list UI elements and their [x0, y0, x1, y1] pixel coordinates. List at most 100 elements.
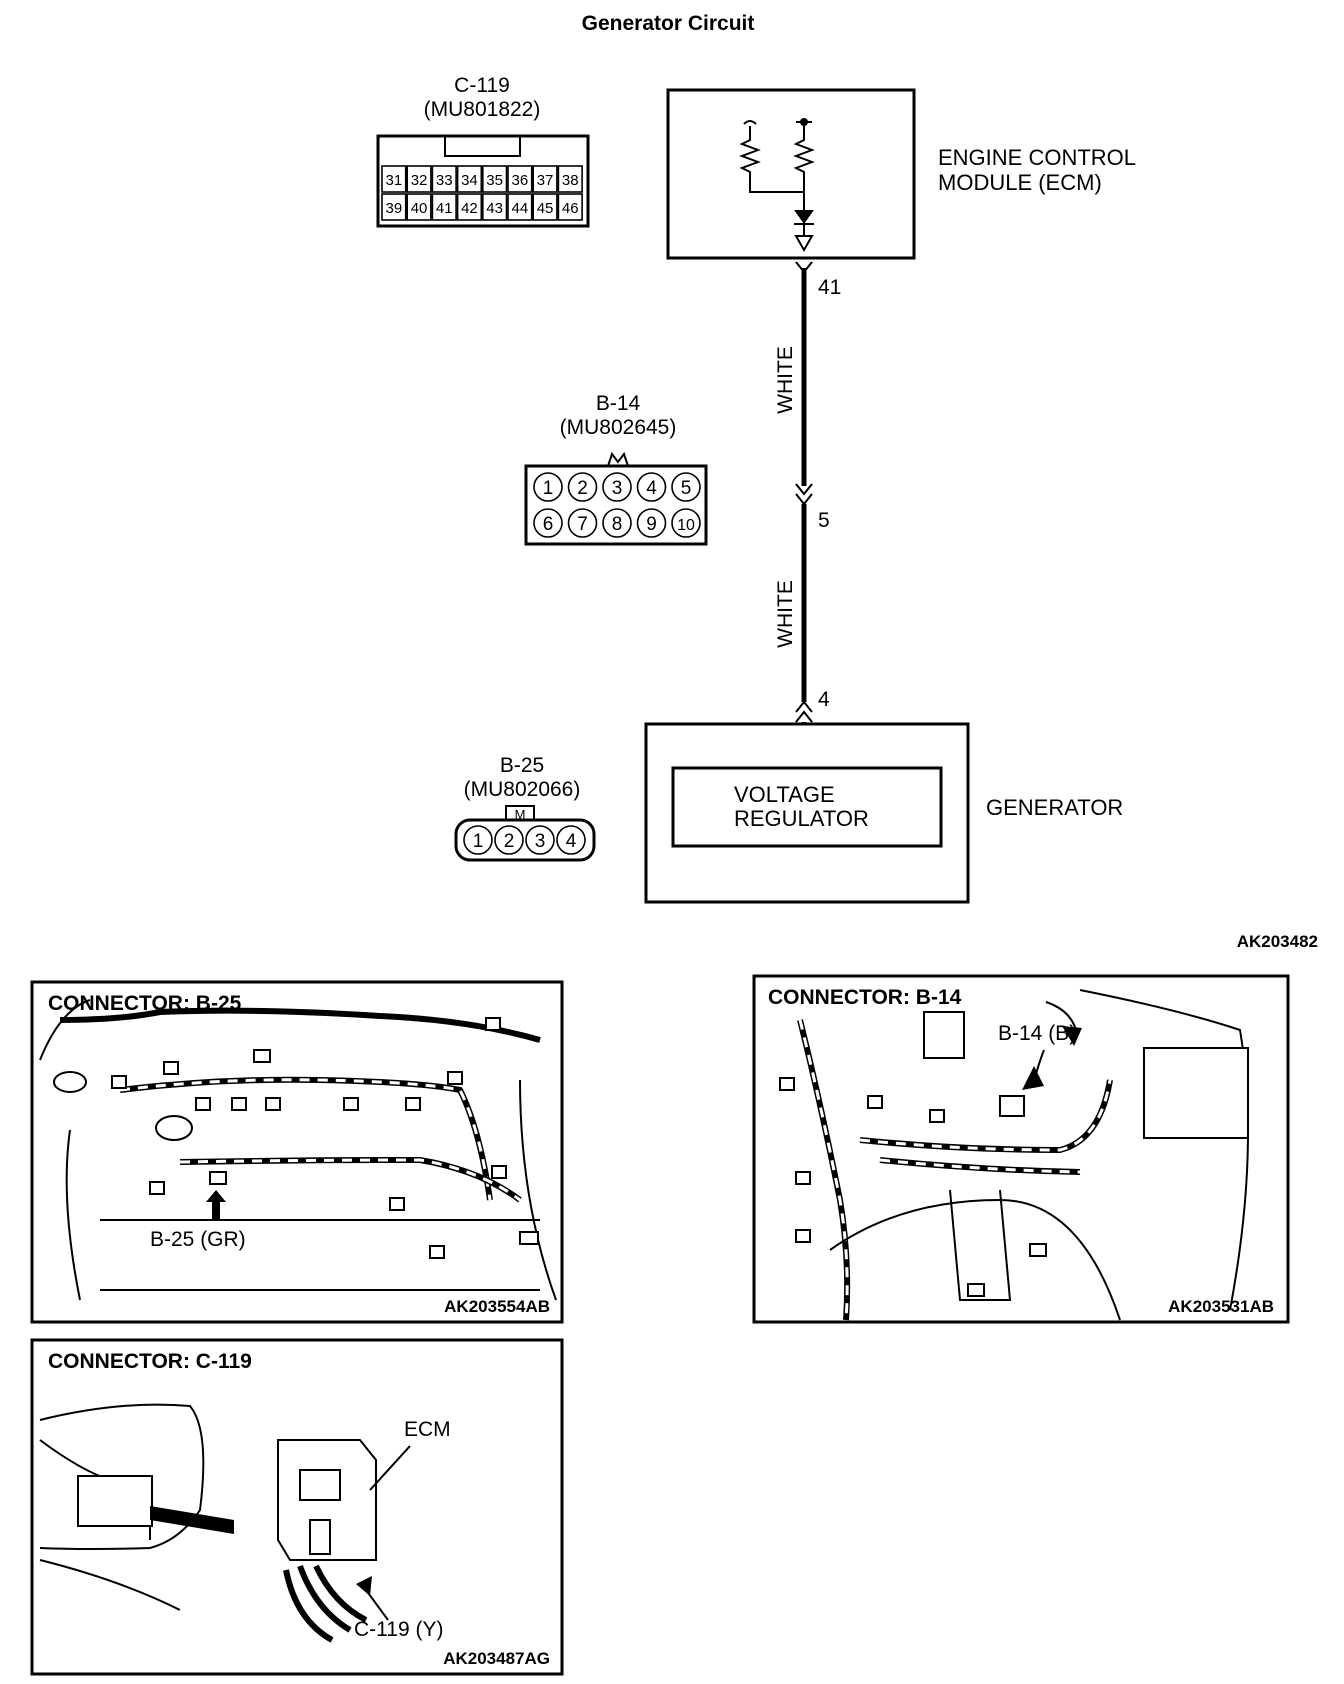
connector-b25-pin-number: 4	[566, 831, 577, 852]
connector-b14-pin-number: 10	[677, 517, 695, 534]
connector-b14-pins: 1 2 3 4 5 6 7 8 9 10	[533, 472, 701, 538]
connector-b25-pin-number: 1	[473, 831, 484, 852]
connector-c119-pin-number: 33	[436, 172, 453, 189]
signal-wire: 41 5 4 WHITE WHITE	[774, 261, 841, 768]
figure-code-main: AK203482	[1237, 932, 1318, 951]
connector-b14-pin-number: 6	[543, 514, 554, 535]
connector-c119-pin-cell	[557, 165, 583, 193]
connector-b25-pin-cell	[463, 825, 493, 855]
connector-b14-pin-cell	[567, 472, 598, 502]
connector-b25-key: M	[515, 807, 526, 822]
panel-b25-code: AK203554AB	[444, 1297, 550, 1316]
connector-b25-pin-cell	[525, 825, 555, 855]
connector-c119-pin-number: 40	[411, 200, 428, 217]
panel-connector-b14: CONNECTOR: B-14 B-14 (B) AK203531AB	[752, 974, 1290, 1324]
ecm-label-line1: ENGINE CONTROL	[938, 145, 1136, 170]
connector-c119-pin-number: 32	[411, 172, 428, 189]
connector-c119-pin-cell	[431, 193, 457, 221]
connector-b14-pin-cell	[602, 472, 632, 502]
connector-b14-part: (MU802645)	[560, 416, 677, 439]
panel-b14-callout: B-14 (B)	[998, 1022, 1076, 1045]
connector-c119-part: (MU801822)	[424, 98, 541, 121]
connector-c119-pin-number: 36	[512, 172, 529, 189]
connector-c119-pin-cell	[381, 193, 407, 221]
connector-c119-pin-cell	[507, 193, 533, 221]
panel-connector-b25: CONNECTOR: B-25 B-25 (GR) AK203554AB	[30, 980, 564, 1324]
connector-c119-pin-cell	[557, 193, 583, 221]
terminal-4-label: 4	[818, 688, 830, 711]
connector-b14-pin-number: 1	[543, 478, 554, 499]
ecm-label-line2: MODULE (ECM)	[938, 170, 1102, 195]
connector-b25-pin-cell	[556, 825, 586, 855]
panel-c119-callout: C-119 (Y)	[354, 1618, 443, 1641]
terminal-41-label: 41	[818, 276, 841, 299]
panel-b14-code: AK203531AB	[1168, 1297, 1274, 1316]
panel-c119-callout-ecm: ECM	[404, 1418, 451, 1441]
connector-b14-pin-number: 2	[577, 478, 588, 499]
connector-b14-id: B-14	[596, 392, 641, 415]
connector-c119-pin-number: 42	[461, 200, 478, 217]
connector-b25-pin-number: 2	[504, 831, 515, 852]
connector-c119-pin-number: 31	[386, 172, 403, 189]
connector-b14-pin-number: 4	[646, 478, 657, 499]
connector-b14-face: B-14 (MU802645) 1 2 3 4 5 6 7 8 9 10	[524, 392, 708, 546]
wire-color-upper: WHITE	[774, 346, 797, 414]
connector-c119-pin-cell	[456, 193, 483, 221]
connector-b14-pin-cell	[671, 472, 701, 502]
connector-c119-pin-cell	[406, 165, 432, 193]
connector-c119-face: C-119 (MU801822) 31 32 33 34 35 36 37 38 39 40 41 4…	[376, 74, 590, 228]
generator-label: GENERATOR	[986, 795, 1123, 820]
connector-b14-pin-cell	[533, 472, 563, 502]
connector-c119-pin-cell	[381, 165, 407, 193]
connector-c119-pin-cell	[532, 193, 558, 221]
connector-c119-pin-cell	[456, 165, 483, 193]
connector-c119-pin-number: 34	[461, 172, 478, 189]
connector-c119-pin-cell	[406, 193, 432, 221]
connector-c119-pin-cell	[431, 165, 457, 193]
connector-b14-pin-cell	[671, 508, 701, 538]
voltage-regulator-line2: REGULATOR	[734, 806, 869, 831]
connector-b25-pin-number: 3	[535, 831, 546, 852]
connector-b14-pin-cell	[567, 508, 598, 538]
connector-c119-pin-number: 41	[436, 200, 453, 217]
connector-c119-pin-number: 46	[562, 200, 579, 217]
page-title: Generator Circuit	[582, 12, 755, 35]
connector-c119-pin-number: 39	[386, 200, 403, 217]
connector-b14-pin-cell	[636, 472, 667, 502]
panel-connector-c119: CONNECTOR: C-119 ECM C-119 (Y) AK203487A…	[30, 1338, 564, 1676]
panel-b25-title: CONNECTOR: B-25	[48, 992, 242, 1015]
panel-b25-callout: B-25 (GR)	[150, 1228, 246, 1251]
panel-b14-title: CONNECTOR: B-14	[768, 986, 962, 1009]
connector-b14-pin-number: 9	[646, 514, 657, 535]
connector-c119-pin-number: 35	[486, 172, 503, 189]
connector-c119-pin-number: 45	[537, 200, 554, 217]
generator-unit: VOLTAGE REGULATOR GENERATOR	[644, 722, 1123, 904]
connector-b25-part: (MU802066)	[464, 778, 581, 801]
connector-b25-pin-cell	[494, 825, 524, 855]
connector-b14-pin-number: 5	[681, 478, 692, 499]
connector-b14-pin-cell	[602, 508, 632, 538]
connector-c119-pin-number: 38	[562, 172, 579, 189]
connector-b25-id: B-25	[500, 754, 544, 777]
connector-c119-pin-number: 43	[486, 200, 503, 217]
connector-c119-pin-cell	[532, 165, 558, 193]
connector-c119-id: C-119	[454, 74, 510, 97]
connector-b14-pin-number: 3	[612, 478, 623, 499]
wire-color-lower: WHITE	[774, 580, 797, 648]
connector-b14-pin-number: 7	[577, 514, 588, 535]
connector-b14-pin-cell	[533, 508, 563, 538]
connector-c119-pin-cell	[507, 165, 533, 193]
ecm-module: ENGINE CONTROL MODULE (ECM)	[666, 88, 1136, 260]
engine-harness-illustration-b25	[39, 999, 557, 1301]
connector-b14-pin-cell	[636, 508, 667, 538]
engine-harness-illustration-b14	[779, 989, 1249, 1321]
connector-b14-pin-number: 8	[612, 514, 623, 535]
ecm-location-illustration	[39, 1403, 411, 1643]
terminal-5-label: 5	[818, 509, 830, 532]
connector-c119-pin-number: 37	[537, 172, 554, 189]
panel-c119-code: AK203487AG	[443, 1649, 550, 1668]
